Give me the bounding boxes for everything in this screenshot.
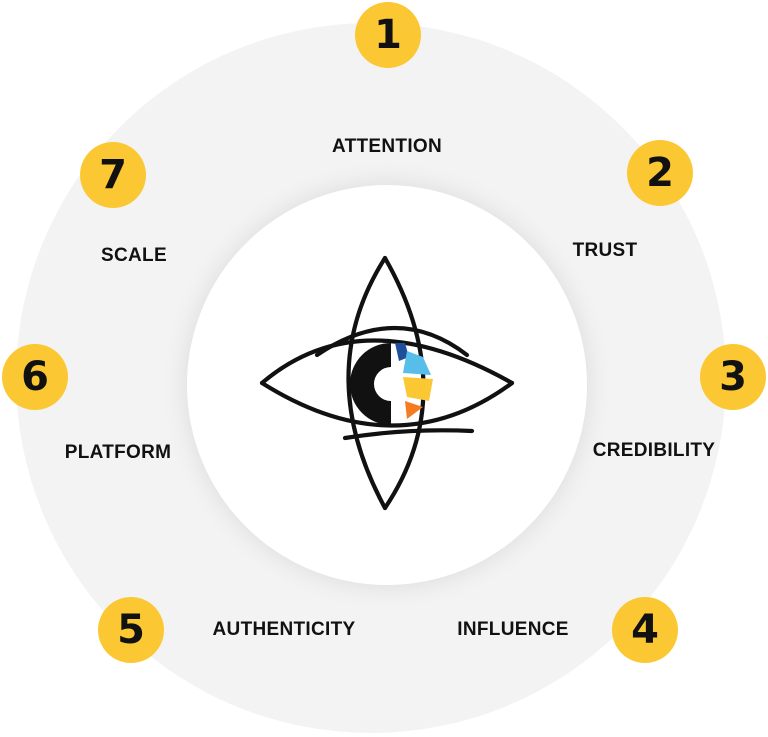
step-1-label: ATTENTION xyxy=(331,136,443,157)
step-4-badge: 4 xyxy=(612,597,678,663)
step-4-label: INFLUENCE xyxy=(457,619,569,640)
step-2-label: TRUST xyxy=(572,240,638,261)
step-2-badge: 2 xyxy=(627,140,693,206)
step-6-badge: 6 xyxy=(2,344,68,410)
step-1-badge: 1 xyxy=(355,2,421,68)
eye-pie-chart-icon xyxy=(259,255,515,511)
step-5-badge: 5 xyxy=(98,597,164,663)
center-circle xyxy=(187,185,587,585)
step-3-badge: 3 xyxy=(700,344,766,410)
step-6-label: PLATFORM xyxy=(64,442,172,463)
step-7-label: SCALE xyxy=(101,245,167,266)
step-5-label: AUTHENTICITY xyxy=(212,619,356,640)
step-3-label: CREDIBILITY xyxy=(592,440,716,461)
step-7-badge: 7 xyxy=(80,142,146,208)
